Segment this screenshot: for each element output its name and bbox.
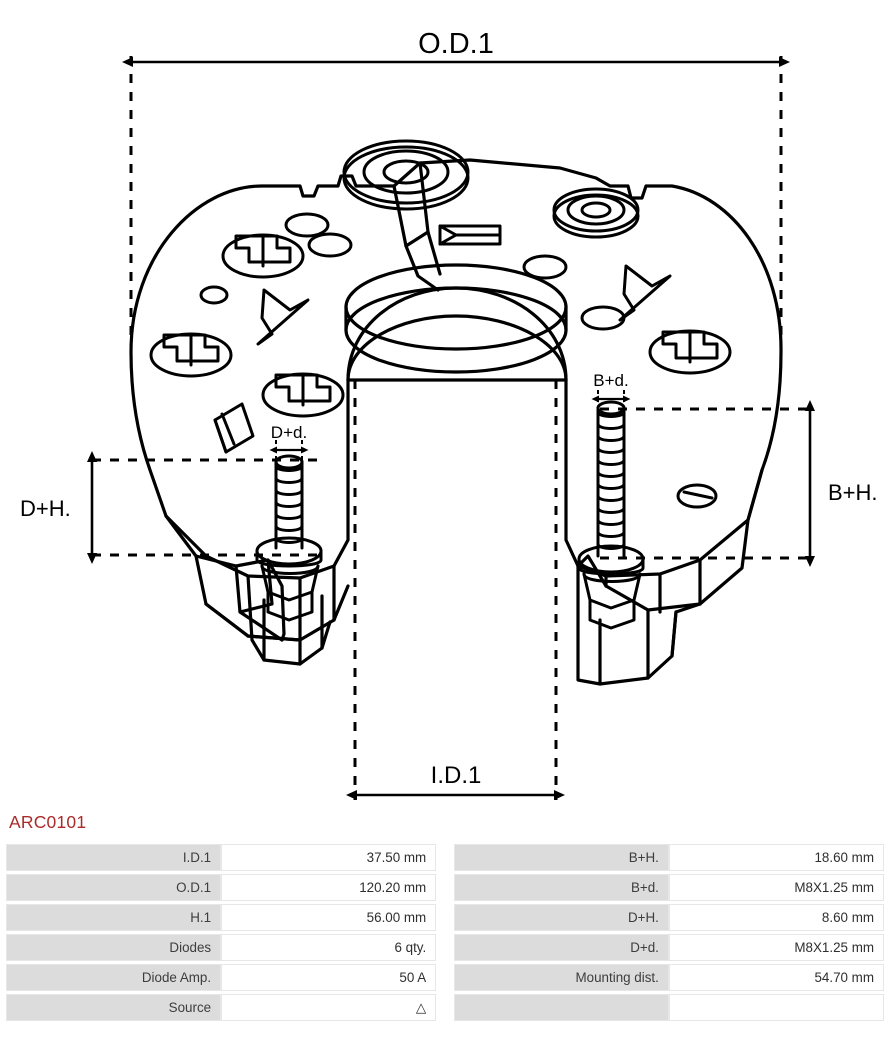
dim-label-od1: O.D.1 (418, 28, 494, 60)
dimension-lines (87, 56, 815, 800)
dim-label-dd: D+d. (271, 423, 307, 442)
column-gap (436, 844, 454, 871)
spec-value: 54.70 mm (668, 964, 884, 991)
spec-value: 37.50 mm (221, 844, 437, 871)
table-row: Source △ (6, 994, 884, 1021)
column-gap (436, 904, 454, 931)
dim-label-bd: B+d. (593, 371, 628, 390)
stud-d-plus (255, 454, 323, 622)
spec-table-body: I.D.1 37.50 mm B+H. 18.60 mm O.D.1 120.2… (6, 844, 884, 1021)
spec-value: 8.60 mm (668, 904, 884, 931)
spec-label: D+H. (453, 904, 669, 931)
diode-seat-left-1 (221, 233, 305, 279)
stud-b-plus (577, 400, 645, 630)
column-gap (436, 934, 454, 961)
spec-label: Diode Amp. (6, 964, 222, 991)
spec-value: M8X1.25 mm (668, 934, 884, 961)
plate-features (149, 139, 732, 509)
spec-label: B+d. (453, 874, 669, 901)
diode-seat-left-2 (149, 332, 233, 378)
table-row: Diodes 6 qty. D+d. M8X1.25 mm (6, 934, 884, 961)
specification-table: I.D.1 37.50 mm B+H. 18.60 mm O.D.1 120.2… (6, 841, 884, 1024)
table-row: O.D.1 120.20 mm B+d. M8X1.25 mm (6, 874, 884, 901)
table-row: Diode Amp. 50 A Mounting dist. 54.70 mm (6, 964, 884, 991)
spec-value: 18.60 mm (668, 844, 884, 871)
diode-seat-left-3 (261, 372, 345, 418)
diode-seat-right-1 (648, 329, 732, 375)
spec-value: 120.20 mm (221, 874, 437, 901)
dim-label-id1: I.D.1 (431, 762, 482, 789)
column-gap (436, 874, 454, 901)
spec-table-grid: I.D.1 37.50 mm B+H. 18.60 mm O.D.1 120.2… (6, 841, 884, 1024)
table-row: I.D.1 37.50 mm B+H. 18.60 mm (6, 844, 884, 871)
spec-label: I.D.1 (6, 844, 222, 871)
spec-label: Source (6, 994, 222, 1021)
spec-value: M8X1.25 mm (668, 874, 884, 901)
spec-label: H.1 (6, 904, 222, 931)
spec-value-empty (668, 994, 884, 1021)
rectifier-drawing-svg: O.D.1 I.D.1 D+H. B+H. D+d. B+d. (20, 28, 878, 800)
vent-hole (676, 483, 718, 509)
dim-label-bh: B+H. (828, 480, 878, 505)
vent-hole-small (199, 285, 229, 305)
rectifier-body (129, 158, 783, 686)
spec-label-empty (453, 994, 669, 1021)
spec-label: Mounting dist. (453, 964, 669, 991)
spec-label: B+H. (453, 844, 669, 871)
spec-value: 6 qty. (221, 934, 437, 961)
part-number-title: ARC0101 (9, 812, 87, 832)
technical-drawing: O.D.1 I.D.1 D+H. B+H. D+d. B+d. (20, 28, 878, 800)
direction-arrow-mark (618, 264, 672, 322)
dim-label-dh: D+H. (20, 496, 71, 521)
vent-hole (307, 232, 353, 258)
spec-label: D+d. (453, 934, 669, 961)
spec-value-source: △ (221, 994, 437, 1021)
column-gap (436, 964, 454, 991)
direction-arrow-mark (256, 288, 310, 346)
spec-value: 56.00 mm (221, 904, 437, 931)
spec-value: 50 A (221, 964, 437, 991)
vent-hole (284, 212, 330, 238)
table-row: H.1 56.00 mm D+H. 8.60 mm (6, 904, 884, 931)
spec-label: Diodes (6, 934, 222, 961)
column-gap (436, 994, 454, 1021)
spec-label: O.D.1 (6, 874, 222, 901)
vent-hole (522, 254, 568, 280)
